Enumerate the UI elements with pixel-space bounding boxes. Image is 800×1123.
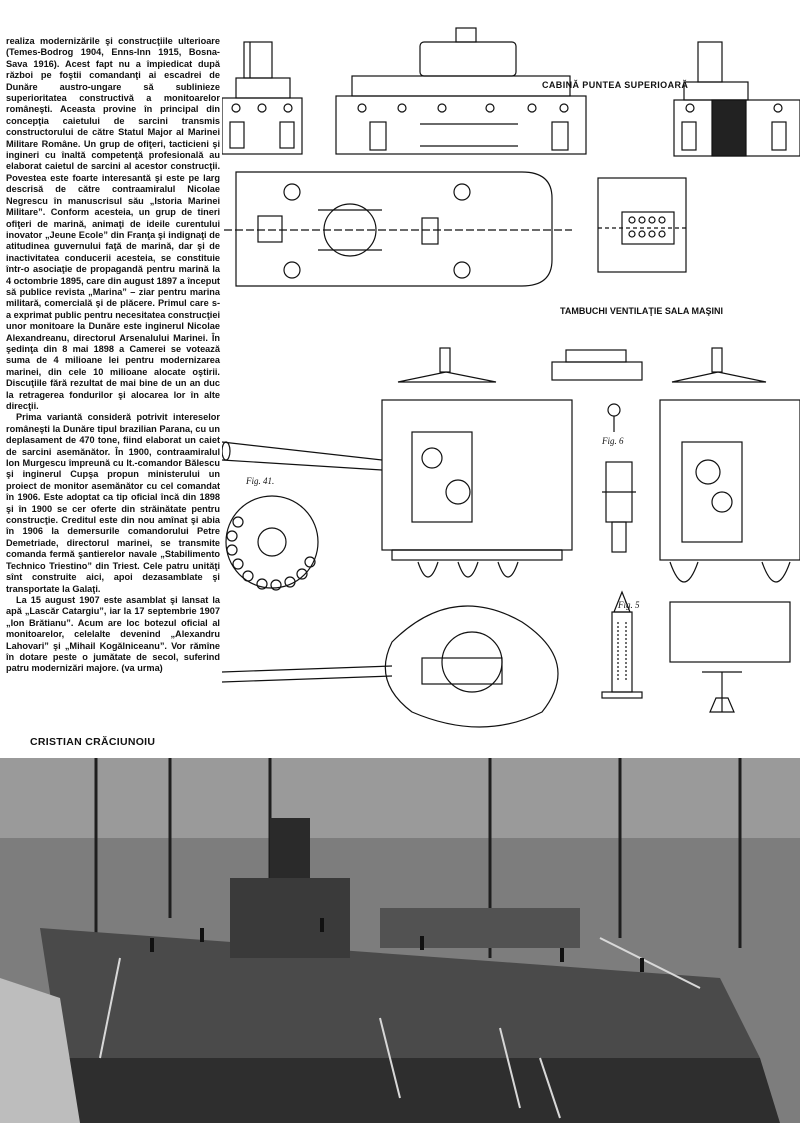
article-paragraph-3: La 15 august 1907 este asamblat şi lansa…: [6, 594, 220, 674]
drawings-svg: CABINĂ PUNTEA SUPERIOARĂ: [221, 27, 800, 728]
turret-profile-row: [397, 347, 767, 383]
shipyard-photo: [0, 758, 800, 1123]
fig-5-drawing: [601, 590, 643, 699]
fig-5-label: Fig. 5: [617, 600, 640, 610]
fig-6-drawing: [602, 403, 636, 553]
turret-cross-section: [221, 399, 573, 578]
article-paragraph-1: realiza modernizările şi construcţiile u…: [6, 36, 220, 411]
fig-41-label: Fig. 41.: [245, 476, 274, 486]
fig-6-label: Fig. 6: [601, 436, 624, 446]
turret-side-section: [659, 399, 800, 663]
turret-plan-view: [221, 605, 559, 728]
fig-41-drawing: [225, 495, 319, 591]
caption-cabin: CABINĂ PUNTEA SUPERIOARĂ: [542, 80, 688, 90]
cabin-elevation-center: [335, 27, 587, 155]
pedestal-drawing: [702, 671, 742, 713]
technical-drawings: CABINĂ PUNTEA SUPERIOARĂ: [221, 22, 800, 752]
cabin-elevation-left: [221, 41, 303, 155]
cabin-plan-view: [224, 171, 572, 287]
article-column: realiza modernizările şi construcţiile u…: [6, 36, 220, 675]
vent-hatch-box: [597, 177, 687, 273]
cabin-elevation-right: [673, 41, 800, 157]
article-paragraph-2: Prima variantă consideră potrivit intere…: [6, 412, 220, 594]
caption-ventilation: TAMBUCHI VENTILAŢIE SALA MAŞINI: [560, 306, 723, 316]
shipyard-photo-svg: [0, 758, 800, 1123]
author-signature: CRISTIAN CRĂCIUNOIU: [30, 736, 156, 748]
